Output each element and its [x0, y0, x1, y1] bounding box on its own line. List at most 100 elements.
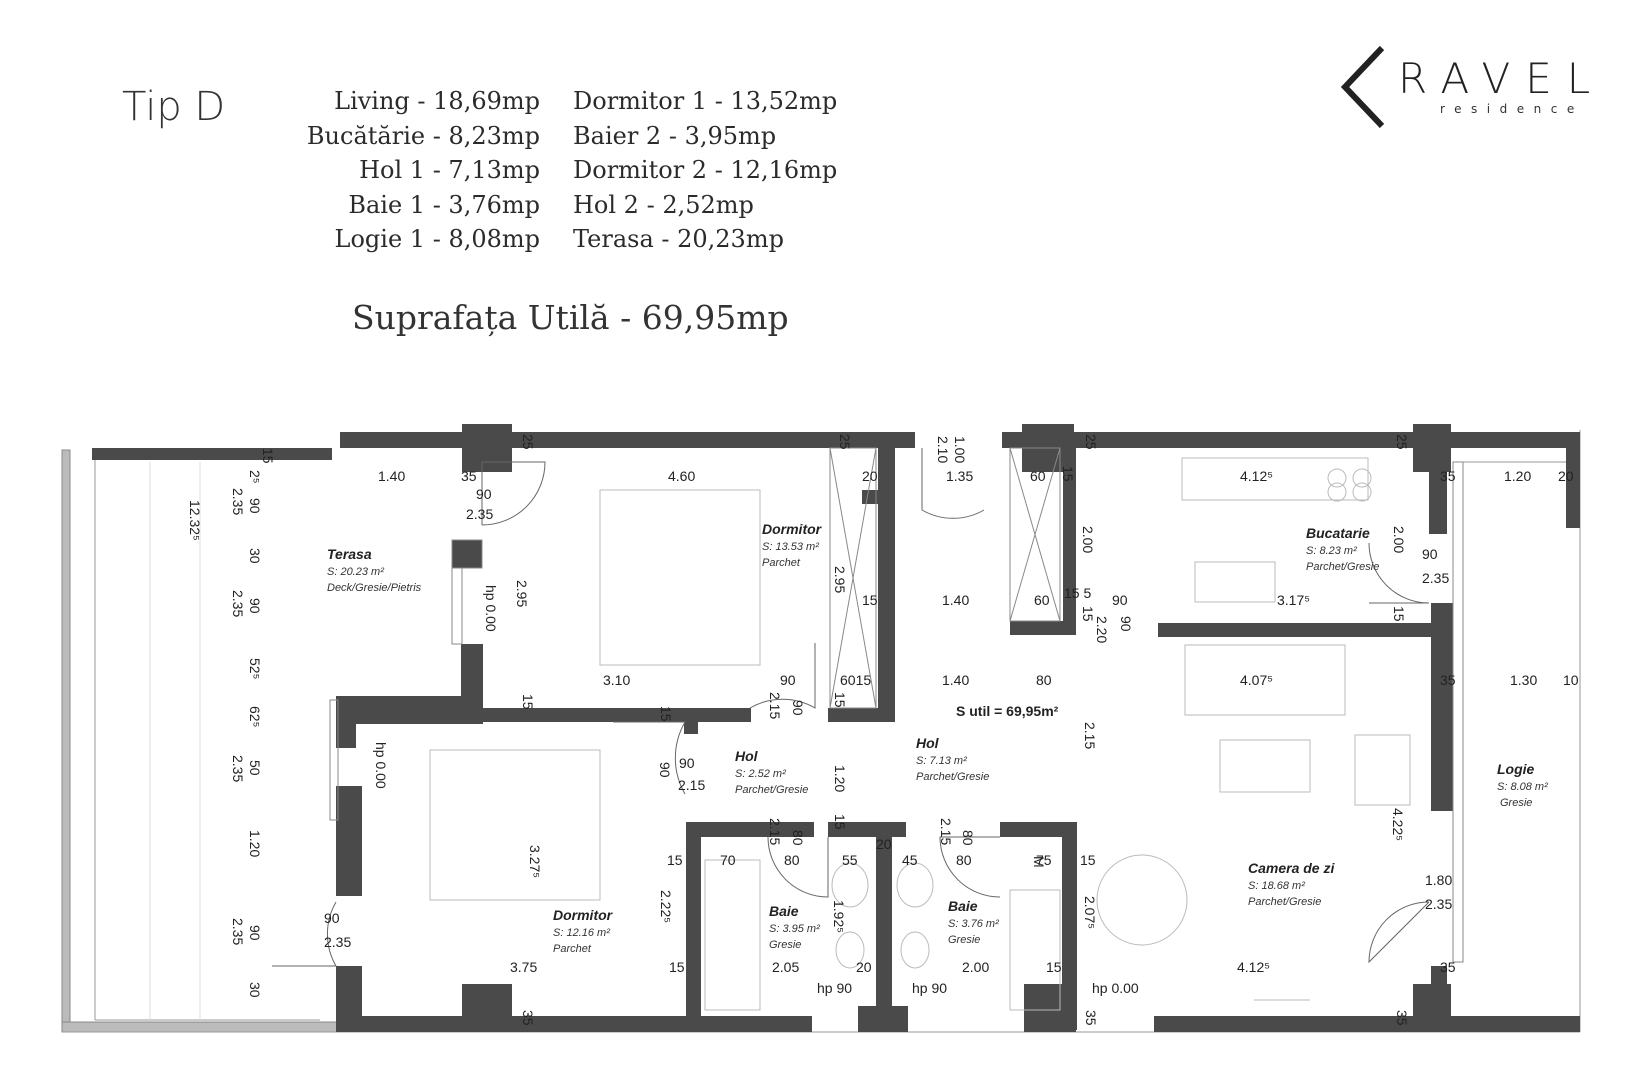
room-name: Hol: [916, 735, 940, 751]
wall: [876, 822, 892, 1030]
furniture: [429, 457, 1411, 1011]
wall: [92, 448, 332, 460]
wall: [684, 708, 698, 734]
area-item: Bucătărie - 8,23mp: [306, 121, 540, 150]
dimension: hp 0.00: [373, 742, 389, 789]
dimension: 1.20: [1504, 468, 1531, 484]
dimension: 2.35: [230, 488, 246, 515]
dining-table: [1096, 854, 1188, 946]
wall: [1010, 621, 1076, 635]
room-labels: Terasa S: 20.23 m² Deck/Gresie/Pietris D…: [327, 521, 1548, 955]
dimension: 35: [1440, 468, 1456, 484]
room-name: Dormitor: [553, 907, 614, 923]
dimension: 90: [324, 910, 340, 926]
wall: [336, 1016, 812, 1032]
brand-logo: RAVEL residence: [1340, 40, 1590, 130]
dimension: 90: [1118, 616, 1134, 632]
dimension: 2.35: [230, 755, 246, 782]
dimension: 30: [247, 982, 263, 998]
dimension: 2.22⁵: [658, 890, 674, 923]
room-finish: Parchet: [762, 557, 801, 569]
dimension: 15: [260, 448, 276, 464]
dimension: 70: [720, 852, 736, 868]
wall: [340, 432, 915, 448]
room-finish: Gresie: [948, 934, 980, 946]
wall: [1431, 966, 1447, 1016]
room-finish: Parchet/Gresie: [1248, 896, 1321, 908]
dimension: 3.10: [603, 672, 630, 688]
kitchen-counter: [1181, 457, 1369, 501]
dimension: 80: [960, 830, 976, 846]
dimension: hp 90: [817, 980, 852, 996]
wall-column: [462, 984, 512, 1032]
wall: [878, 490, 895, 722]
dimension: 3.75: [510, 959, 537, 975]
area-item: Terasa - 20,23mp: [573, 225, 784, 253]
dimension: 2⁵: [247, 470, 263, 484]
wall: [336, 696, 356, 748]
dimension: 30: [247, 548, 263, 564]
area-list-right: Dormitor 1 - 13,52mp Baier 2 - 3,95mp Do…: [573, 84, 873, 257]
dimension: hp 0.00: [1092, 980, 1139, 996]
room-finish: Deck/Gresie/Pietris: [327, 582, 422, 594]
dimension: 15: [1080, 606, 1096, 622]
area-item: Dormitor 2 - 12,16mp: [573, 156, 838, 184]
dimension: 2.35: [230, 918, 246, 945]
dimension: 90: [476, 486, 492, 502]
dimension: 2.15: [938, 818, 954, 845]
dimension: 60: [1034, 592, 1050, 608]
area-item: Baie 1 - 3,76mp: [348, 190, 540, 219]
dimension: 2.35: [230, 590, 246, 617]
dimension: 25: [1083, 434, 1099, 450]
area-item: Baier 2 - 3,95mp: [573, 121, 777, 150]
windows: [329, 447, 1464, 963]
dimension: 15 5: [1064, 585, 1091, 601]
dimension: 90: [1112, 592, 1128, 608]
bed: [599, 489, 761, 666]
wall-column: [1024, 984, 1076, 1032]
dimension: 15: [669, 959, 685, 975]
wall: [686, 822, 701, 1030]
wall: [1154, 1016, 1580, 1032]
dimension: 2.15: [678, 777, 705, 793]
dimension: 35: [1394, 1010, 1410, 1026]
dimension: 2.35: [1422, 570, 1449, 586]
wall: [686, 822, 814, 837]
room-name: Hol: [735, 748, 759, 764]
dimension: 90: [679, 755, 695, 771]
total-usable-area: Suprafața Utilă - 69,95mp: [352, 298, 789, 337]
dimension: 2.00: [1391, 526, 1407, 553]
dimension: 50: [247, 760, 263, 776]
bathtub: [704, 859, 761, 1011]
wall: [1000, 822, 1077, 837]
sofa: [1184, 644, 1346, 716]
dimension: 25: [1394, 434, 1410, 450]
armchair: [1354, 734, 1411, 806]
room-finish: Parchet/Gresie: [916, 771, 989, 783]
dimension: 20: [1558, 468, 1574, 484]
dimension: 80: [956, 852, 972, 868]
dimension: 2.20: [1094, 616, 1110, 643]
dimension: 2.95: [514, 580, 530, 607]
usable-area-label: S util = 69,95m²: [956, 703, 1059, 719]
wall: [1566, 432, 1580, 528]
area-item: Hol 1 - 7,13mp: [359, 156, 540, 184]
area-item: Living - 18,69mp: [334, 87, 540, 115]
room-finish: Parchet: [553, 943, 592, 955]
dimension: 2.07⁵: [1082, 896, 1098, 929]
room-area: S: 13.53 m²: [762, 541, 819, 553]
dimension: 1.30: [1510, 672, 1537, 688]
room-finish: Gresie: [769, 939, 801, 951]
wall: [1158, 623, 1433, 637]
dimension: 35: [520, 1010, 536, 1026]
dimension: hp 90: [912, 980, 947, 996]
room-finish: Parchet/Gresie: [735, 784, 808, 796]
dimension: 15: [832, 692, 848, 708]
dimension: 25: [520, 434, 536, 450]
brand-subtitle: residence: [1440, 102, 1584, 116]
dimension: 1.40: [378, 468, 405, 484]
dimension: 15: [658, 706, 674, 722]
dimension: 90: [247, 598, 263, 614]
dimension: 12.32⁵: [187, 500, 203, 541]
dimension: 35: [1083, 1010, 1099, 1026]
